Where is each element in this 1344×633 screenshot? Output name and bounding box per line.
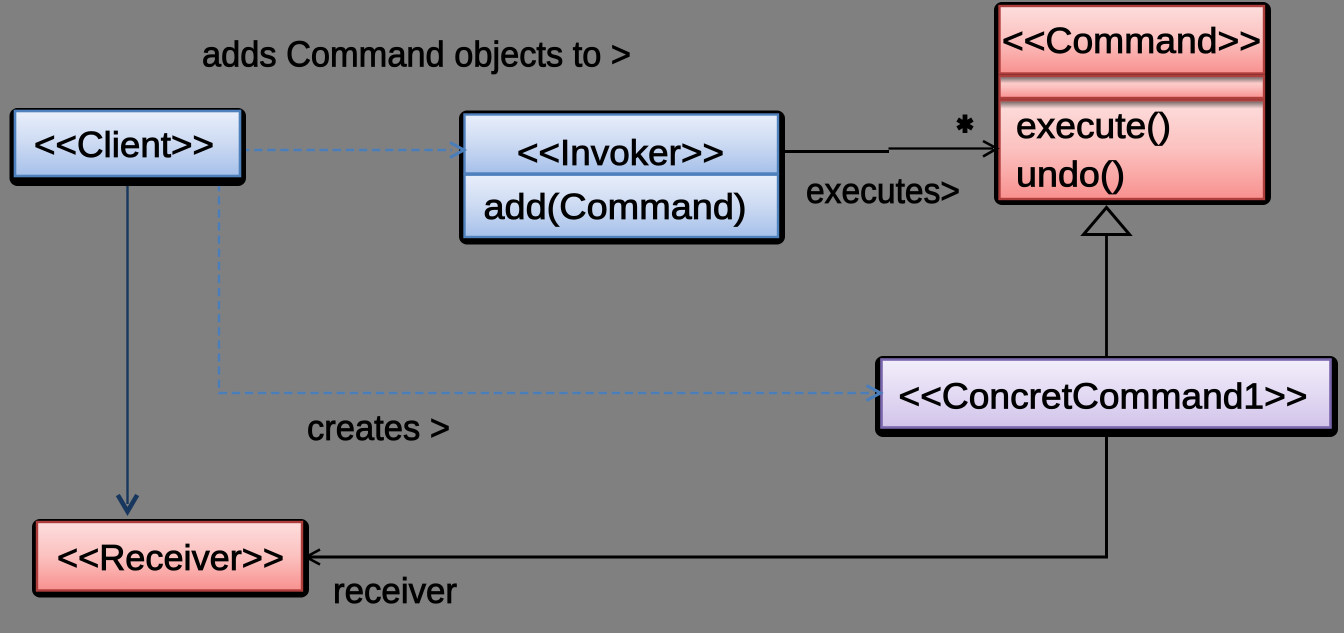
svg-text:adds Command objects to >: adds Command objects to >	[202, 34, 631, 75]
svg-text:<<Receiver>>: <<Receiver>>	[57, 537, 284, 578]
svg-text:<<ConcretCommand1>>: <<ConcretCommand1>>	[899, 376, 1308, 417]
svg-text:<<Client>>: <<Client>>	[34, 124, 214, 165]
svg-text:undo(): undo()	[1016, 154, 1125, 195]
svg-text:creates >: creates >	[307, 407, 450, 448]
svg-text:add(Command): add(Command)	[484, 186, 747, 227]
svg-text:receiver: receiver	[333, 570, 457, 611]
svg-text:<<Invoker>>: <<Invoker>>	[517, 132, 724, 173]
svg-text:<<Command>>: <<Command>>	[1002, 20, 1261, 61]
svg-text:execute(): execute()	[1016, 105, 1171, 146]
svg-text:executes>: executes>	[806, 170, 960, 211]
